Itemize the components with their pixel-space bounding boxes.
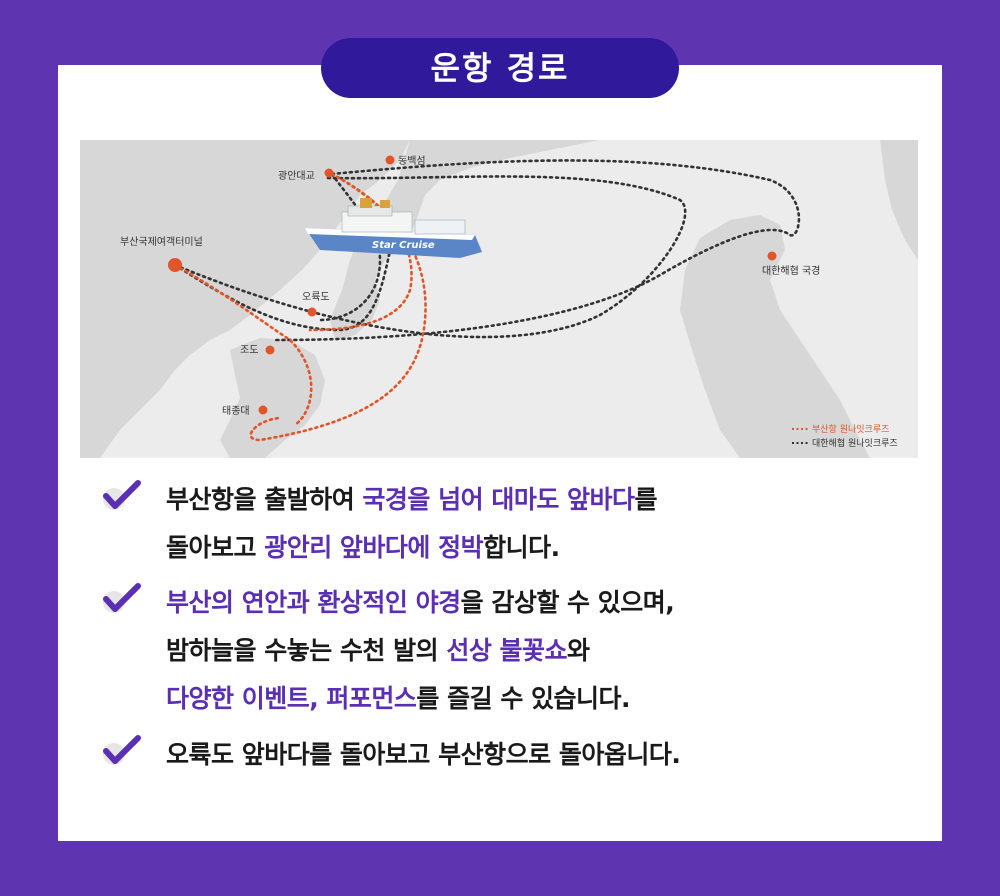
label-oryukdo: 오륙도: [302, 291, 330, 303]
text-span: 오륙도 앞바다를 돌아보고 부산항으로 돌아옵니다.: [166, 740, 681, 769]
item-line: 다양한 이벤트, 퍼포먼스를 즐길 수 있습니다.: [166, 675, 674, 723]
legend-strait: 대한해협 원나잇크루즈: [812, 437, 898, 449]
text-span: 와: [567, 636, 590, 665]
text-span: 부산항을 출발하여: [166, 485, 363, 514]
text-span: 합니다.: [483, 533, 560, 562]
text-span: 를: [634, 485, 658, 514]
item-text: 오륙도 앞바다를 돌아보고 부산항으로 돌아옵니다.: [166, 731, 681, 779]
label-busan-terminal: 부산국제여객터미널: [120, 236, 203, 248]
marker-dongbaekseom: 동백섬: [385, 155, 426, 167]
check-icon: [103, 735, 141, 765]
marker-oryukdo: 오륙도: [302, 291, 330, 317]
label-dongbaekseom: 동백섬: [398, 155, 426, 167]
route-busan-dark-b: [318, 172, 382, 322]
item-text: 부산항을 출발하여 국경을 넘어 대마도 앞바다를 돌아보고 광안리 앞바다에 …: [166, 476, 658, 572]
label-jodo: 조도: [240, 345, 258, 356]
marker-gwangan-bridge: 광안대교: [278, 168, 334, 182]
cruise-ship-icon: Star Cruise: [305, 198, 482, 258]
map-legend: 부산항 원나잇크루즈 대한해협 원나잇크루즈: [792, 423, 898, 449]
legend-busan: 부산항 원나잇크루즈: [812, 423, 889, 435]
route-map: Star Cruise 부산국제여객터미널 광안대교 동백섬 오륙도 조도 태종…: [80, 140, 918, 458]
marker-jodo: 조도: [240, 345, 275, 356]
label-taejongdae: 태종대: [222, 405, 250, 417]
check-icon: [103, 480, 141, 510]
route-map-svg: Star Cruise 부산국제여객터미널 광안대교 동백섬 오륙도 조도 태종…: [80, 140, 918, 458]
text-span: 을 감상할 수 있으며,: [460, 588, 675, 617]
item-line: 돌아보고 광안리 앞바다에 정박합니다.: [166, 524, 657, 572]
label-gwangan-bridge: 광안대교: [278, 170, 315, 182]
busan-coast-land: [80, 140, 410, 458]
page-title: 운항 경로: [321, 38, 679, 98]
highlight-span: 부산의 연안과 환상적인 야경: [166, 588, 461, 617]
list-item: 부산의 연안과 환상적인 야경을 감상할 수 있으며, 밤하늘을 수놓는 수천 …: [100, 579, 675, 723]
check-icon: [103, 583, 141, 613]
list-item: 부산항을 출발하여 국경을 넘어 대마도 앞바다를 돌아보고 광안리 앞바다에 …: [100, 476, 658, 572]
route-strait-lower: [173, 175, 687, 339]
yeongdo-land: [220, 338, 325, 458]
route-strait-upper: [273, 159, 801, 342]
marker-strait-border: 대한해협 국경: [762, 251, 820, 277]
item-text: 부산의 연안과 환상적인 야경을 감상할 수 있으며, 밤하늘을 수놓는 수천 …: [166, 579, 675, 723]
text-span: 밤하늘을 수놓는 수천 발의: [166, 636, 447, 665]
item-line: 밤하늘을 수놓는 수천 발의 선상 불꽃쇼와: [166, 627, 674, 675]
marker-busan-terminal: 부산국제여객터미널: [120, 236, 203, 272]
tsushima-land: [680, 215, 870, 458]
highlight-span: 선상 불꽃쇼: [446, 636, 568, 665]
text-span: 돌아보고: [166, 533, 265, 562]
label-strait-border: 대한해협 국경: [762, 264, 820, 277]
item-line: 부산항을 출발하여 국경을 넘어 대마도 앞바다를: [166, 476, 658, 524]
item-line: 부산의 연안과 환상적인 야경을 감상할 수 있으며,: [166, 579, 675, 627]
marker-taejongdae: 태종대: [222, 405, 268, 417]
gwangan-land: [330, 140, 600, 340]
highlight-span: 국경을 넘어 대마도 앞바다: [362, 485, 635, 514]
list-item: 오륙도 앞바다를 돌아보고 부산항으로 돌아옵니다.: [100, 731, 681, 779]
item-line: 오륙도 앞바다를 돌아보고 부산항으로 돌아옵니다.: [166, 731, 681, 779]
ship-label: Star Cruise: [372, 240, 435, 251]
right-land: [880, 140, 918, 260]
text-span: 를 즐길 수 있습니다.: [416, 684, 631, 713]
highlight-span: 광안리 앞바다에 정박: [264, 533, 484, 562]
route-busan-orange-b: [173, 263, 313, 427]
highlight-span: 다양한 이벤트, 퍼포먼스: [166, 684, 417, 713]
